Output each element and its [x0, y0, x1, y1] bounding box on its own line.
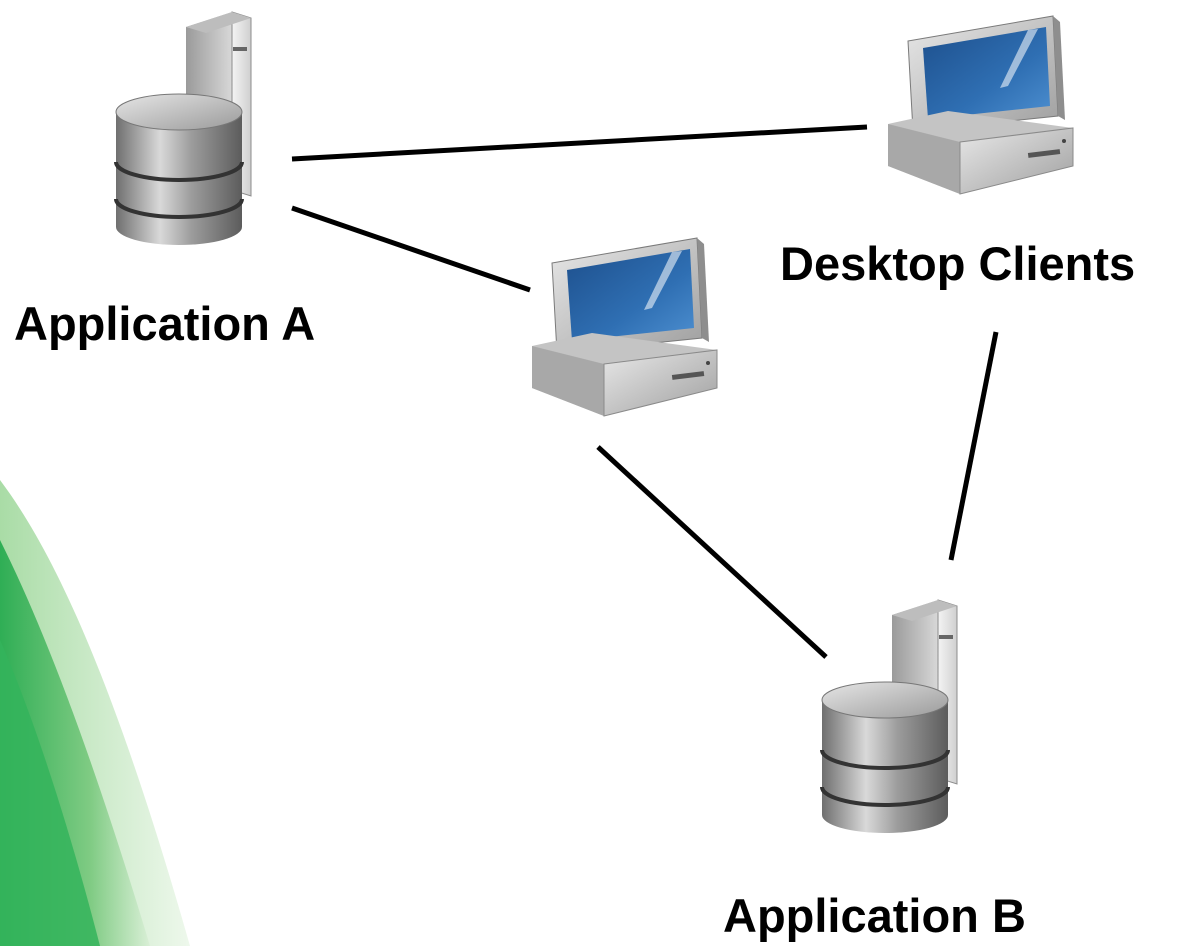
database-server-icon	[820, 598, 959, 835]
application-b-label: Application B	[723, 889, 1026, 942]
database-server-icon	[114, 10, 253, 247]
application-a-label: Application A	[14, 297, 316, 350]
connector-appa-client	[291, 205, 531, 293]
desktop-computer-icon	[531, 237, 718, 417]
connector-desktop-appb	[948, 331, 999, 561]
connector-appa-desktop	[291, 124, 868, 162]
green-swoosh-decoration	[0, 480, 190, 946]
connectors	[291, 124, 999, 659]
desktop-computer-icon	[887, 15, 1074, 195]
desktop-clients-label: Desktop Clients	[780, 237, 1136, 290]
connector-client-appb	[596, 445, 828, 659]
